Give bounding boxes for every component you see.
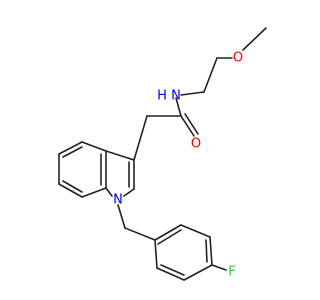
bond-c2-n1 xyxy=(123,188,135,197)
bond-ph-6-1 xyxy=(154,239,158,269)
bond-ph-4-5 xyxy=(183,264,213,281)
bond-n-ch2a xyxy=(180,91,205,96)
bond-c6-c7-double xyxy=(62,180,83,193)
amide-hydrogen-label: H xyxy=(157,89,167,104)
fluorine-label: F xyxy=(228,265,235,280)
bond-ph-5-6 xyxy=(156,267,185,281)
bond-ph-f xyxy=(211,264,227,271)
bond-co-o xyxy=(180,115,195,137)
bond-ph-3-4 xyxy=(209,236,213,266)
bond-c3-ch2 xyxy=(133,115,148,161)
bond-ph-1-2-double xyxy=(157,229,182,245)
bond-n1-ch2 xyxy=(117,204,126,229)
bond-c7-c7a xyxy=(81,187,107,198)
bond-co-n xyxy=(175,97,182,117)
bond-c4-c5-double xyxy=(62,146,83,158)
bond-n1-c7a xyxy=(105,187,113,197)
amide-nitrogen-label: N xyxy=(171,89,181,104)
structure-drawing: N H O O N F xyxy=(58,27,267,281)
bond-co-o-double xyxy=(184,113,199,135)
bond-ph-3-4-double xyxy=(205,239,208,263)
bond-ph-2-3 xyxy=(180,224,211,238)
bond-c6-c7 xyxy=(58,183,83,198)
bond-ch2a-ch2b xyxy=(203,57,218,93)
molecule-canvas: N H O O N F xyxy=(58,27,267,281)
ether-oxygen-label: O xyxy=(233,51,243,66)
indole-nitrogen-label: N xyxy=(113,193,123,208)
bond-ch2-ph xyxy=(124,227,156,241)
bond-o-ch3 xyxy=(242,27,267,51)
bond-c4-c5 xyxy=(58,141,83,155)
carbonyl-oxygen-label: O xyxy=(191,137,201,152)
bond-c3a-c4 xyxy=(81,141,107,152)
bond-ph-1-2 xyxy=(154,224,182,241)
bond-c3-c3a xyxy=(105,150,135,161)
bond-ph-5-6-double xyxy=(160,264,185,276)
